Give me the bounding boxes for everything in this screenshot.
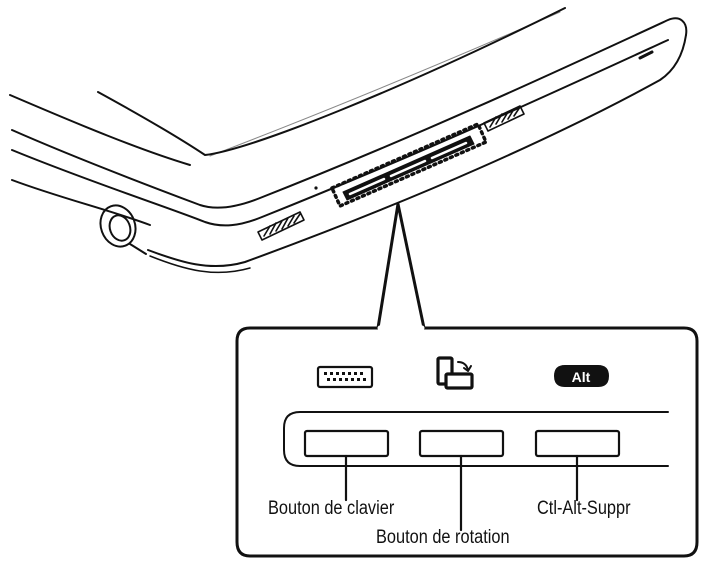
- alt-key-icon: Alt: [554, 365, 609, 387]
- rotation-button-label: Bouton de rotation: [376, 527, 510, 548]
- keyboard-button-label: Bouton de clavier: [268, 498, 395, 519]
- audio-jack: [99, 204, 147, 255]
- alt-key-text: Alt: [572, 369, 591, 385]
- callout-leader: [376, 202, 426, 330]
- keyboard-icon: [316, 365, 374, 389]
- ctrl-alt-del-button-label: Ctl-Alt-Suppr: [537, 498, 631, 519]
- button-strip: [330, 122, 488, 208]
- speaker-grille-left: [257, 211, 305, 241]
- speaker-grille-right: [483, 105, 525, 132]
- screen-rotation-icon: [436, 356, 474, 390]
- tablet-corner: [9, 7, 688, 274]
